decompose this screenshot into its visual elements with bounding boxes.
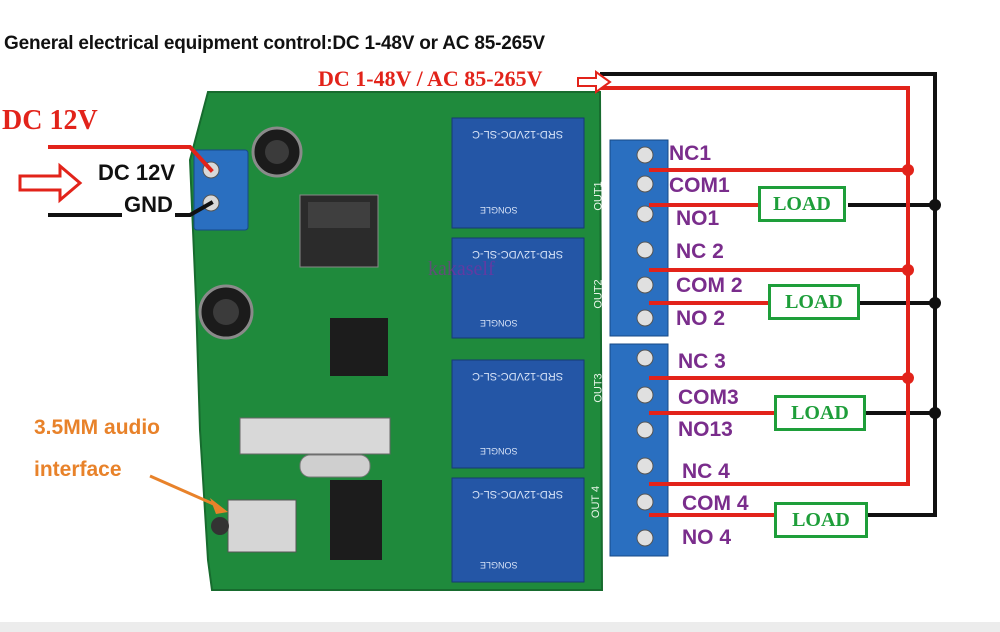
page-title: General electrical equipment control:DC … — [4, 33, 545, 54]
relay-1 — [451, 117, 585, 229]
relay-brand: SONGLE — [480, 560, 518, 570]
nc3-label: NC 3 — [678, 350, 726, 373]
supply-arrow — [577, 70, 612, 94]
bottom-band — [0, 622, 1000, 632]
relay-label: SRD-12VDC-SL-C — [472, 488, 564, 500]
power-input-label: DC 12V — [2, 105, 98, 136]
output-terminal-block — [609, 343, 669, 557]
ic-chip — [330, 318, 388, 376]
terminal-plus-label: DC 12V — [96, 160, 178, 186]
load-box-2: LOAD — [768, 284, 860, 320]
jumper-block — [239, 417, 391, 455]
out-silkscreen: OUT 4 — [590, 485, 603, 519]
crystal — [299, 454, 371, 478]
com1-label: COM1 — [669, 174, 730, 197]
audio-label-line1: 3.5MM audio — [34, 416, 161, 439]
relay-label: SRD-12VDC-SL-C — [472, 370, 564, 382]
nc2-label: NC 2 — [676, 240, 724, 263]
relay-4 — [451, 477, 585, 583]
audio-jack — [227, 499, 297, 553]
relay-2 — [451, 237, 585, 339]
no3-label: NO13 — [678, 418, 733, 441]
watermark: kakaself — [428, 258, 495, 280]
com3-label: COM3 — [678, 386, 739, 409]
supply-label: DC 1-48V / AC 85-265V — [318, 66, 543, 91]
relay-brand: SONGLE — [480, 205, 518, 215]
no1-label: NO1 — [676, 207, 720, 230]
load-box-1: LOAD — [758, 186, 846, 222]
out-silkscreen: OUT3 — [592, 373, 605, 403]
load-box-3: LOAD — [774, 395, 866, 431]
out-silkscreen: OUT1 — [592, 181, 605, 211]
com4-label: COM 4 — [682, 492, 749, 515]
relay-3 — [451, 359, 585, 469]
relay-brand: SONGLE — [480, 446, 518, 456]
no2-label: NO 2 — [676, 307, 726, 330]
nc4-label: NC 4 — [682, 460, 730, 483]
no4-label: NO 4 — [682, 526, 732, 549]
out-silkscreen: OUT2 — [592, 279, 605, 309]
com2-label: COM 2 — [676, 274, 743, 297]
relay-brand: SONGLE — [480, 318, 518, 328]
audio-label-line2: interface — [34, 458, 122, 481]
terminal-gnd-label: GND — [122, 192, 175, 218]
load-box-4: LOAD — [774, 502, 868, 538]
input-arrow — [18, 162, 83, 204]
nc1-label: NC1 — [669, 142, 712, 165]
relay-label: SRD-12VDC-SL-C — [472, 128, 564, 140]
ic-chip — [330, 480, 382, 560]
